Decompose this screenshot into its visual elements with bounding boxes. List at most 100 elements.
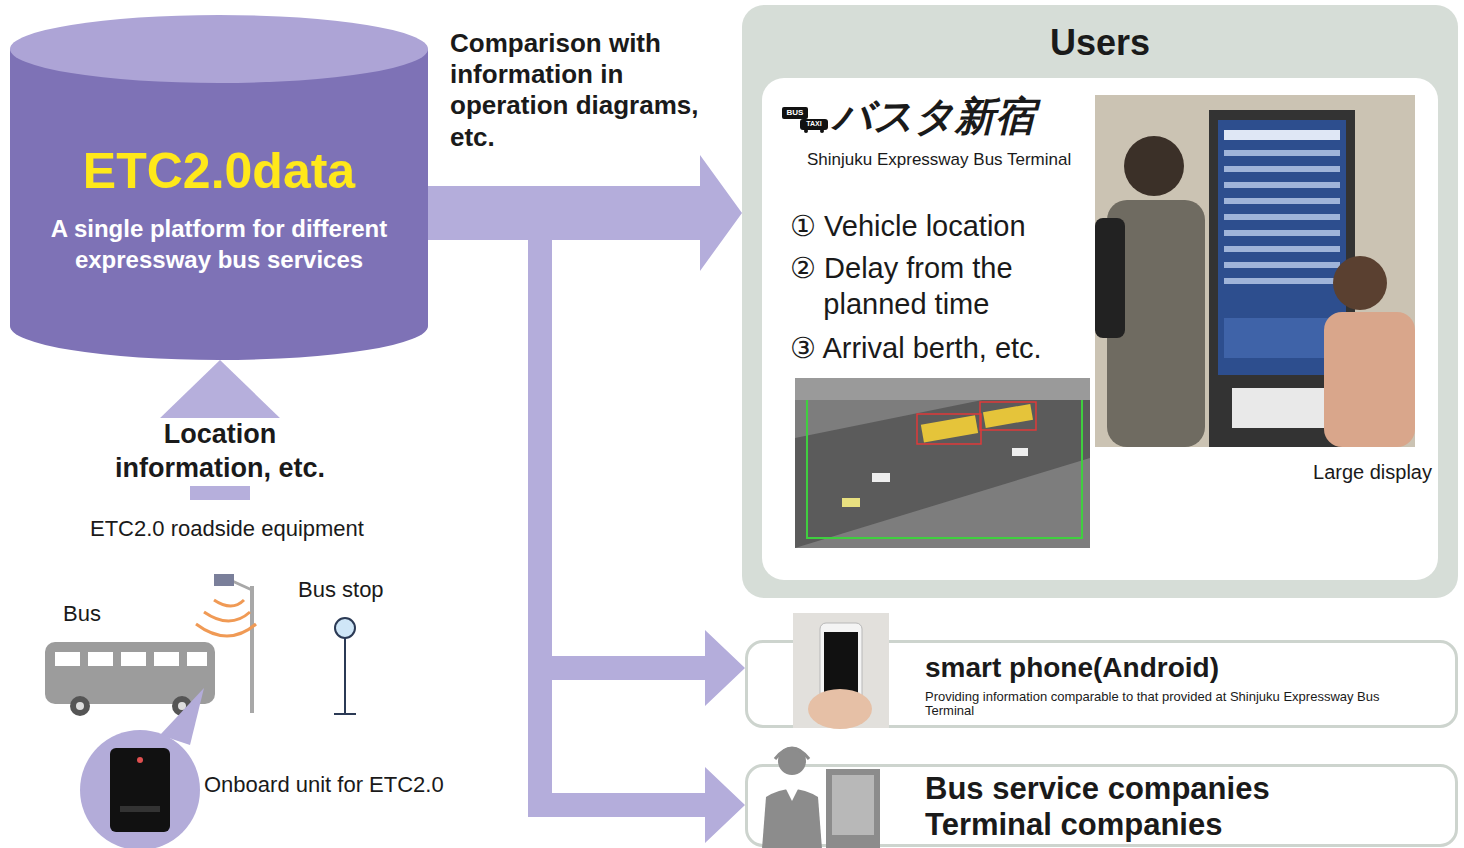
- street-photo-part: [795, 378, 1090, 400]
- onboard-unit-bubble-part: [137, 757, 143, 763]
- smartphone-photo-part: [824, 632, 858, 694]
- terminal-logo-icon-part: [804, 129, 808, 133]
- street-photo-part: [872, 473, 890, 482]
- roadside-unit-part: [214, 574, 234, 586]
- arrow-label: Location information, etc.: [95, 418, 345, 486]
- roadside-unit-part: [250, 586, 254, 713]
- bus-figure-part: [76, 702, 84, 710]
- display-photo-part: [1324, 312, 1415, 447]
- street-photo-part: [795, 378, 1090, 548]
- display-photo-part: [1209, 110, 1355, 447]
- operator-icon-part: [762, 789, 822, 848]
- cylinder-body: [10, 49, 428, 360]
- bus-stop-symbol-part: [335, 618, 355, 638]
- terminal-logo-icon: [782, 107, 828, 133]
- operator-icon-part: [826, 769, 880, 848]
- box-title: smart phone(Android): [925, 651, 1445, 685]
- terminal-logo-icon-part: [800, 119, 828, 130]
- display-photo-part: [1224, 318, 1340, 358]
- part-label: Onboard unit for ETC2.0: [204, 772, 454, 798]
- roadside-unit-part: [214, 600, 244, 606]
- terminal-logo-icon-part: [782, 107, 808, 119]
- info-item: ③ Arrival berth, etc.: [790, 330, 1092, 366]
- street-photo-part: [842, 498, 860, 507]
- display-photo-part: [1095, 218, 1125, 338]
- display-photo-part: [1218, 120, 1346, 375]
- icon-text: TAXI: [800, 120, 828, 128]
- photo-caption: Large display: [1272, 460, 1432, 484]
- street-photo-part: [1012, 448, 1028, 456]
- smartphone-box: smart phone(Android) Providing informatio…: [745, 640, 1458, 728]
- box-title: Terminal companies: [925, 807, 1445, 843]
- onboard-unit-bubble: [80, 688, 204, 848]
- smartphone-photo-part: [820, 623, 862, 705]
- display-photo-part: [1232, 388, 1332, 428]
- terminal-logo-icon-part: [820, 129, 824, 133]
- display-photo-part: [1224, 130, 1340, 140]
- roadside-unit-part: [204, 612, 250, 621]
- street-photo-part: [807, 388, 1082, 538]
- part-label: ETC2.0 roadside equipment: [90, 516, 390, 542]
- bus-stop-symbol-part: [334, 713, 356, 715]
- street-photo-part: [921, 415, 978, 442]
- bus-figure-part: [154, 652, 179, 666]
- display-photo-part: [1224, 246, 1340, 252]
- display-photo-part: [1124, 136, 1184, 196]
- onboard-unit-bubble-part: [120, 806, 160, 812]
- block-arrow: [428, 201, 745, 843]
- display-photo-part: [1095, 95, 1415, 447]
- bus-figure-part: [121, 652, 146, 666]
- users-panel: Users: [742, 5, 1458, 598]
- street-photo-part: [980, 402, 1036, 430]
- company-box: Bus service companiesTerminal companies: [745, 764, 1458, 847]
- database-subtitle: A single platform for different expressw…: [12, 213, 426, 275]
- display-photo-part: [1224, 214, 1340, 220]
- cylinder-top: [10, 15, 428, 83]
- operator-icon-part: [784, 785, 800, 801]
- display-photo-part: [1224, 230, 1340, 236]
- display-photo-part: [1224, 262, 1340, 268]
- operator-icon-part: [832, 775, 874, 835]
- part-label: Bus: [63, 601, 123, 627]
- display-photo-part: [1224, 166, 1340, 172]
- block-arrow: [428, 201, 745, 706]
- smartphone-photo-part: [793, 613, 889, 728]
- terminal-panel: バスタ新宿 Shinjuku Expressway Bus Terminal ① V…: [762, 78, 1438, 580]
- display-photo-part: [1224, 198, 1340, 204]
- bus-figure-part: [70, 696, 90, 716]
- operator-icon-part: [778, 747, 806, 775]
- display-photo: [1095, 95, 1415, 447]
- box-description: Providing information comparable to that…: [925, 690, 1403, 719]
- smartphone-photo-part: [808, 689, 872, 729]
- display-photo-part: [1107, 200, 1205, 447]
- database-cylinder: ETC2.0data A single platform for differen…: [10, 15, 428, 360]
- display-photo-part: [1224, 150, 1340, 156]
- terminal-logo: バスタ新宿: [832, 92, 1092, 140]
- onboard-unit-bubble-part: [80, 730, 200, 848]
- display-photo-part: [1224, 182, 1340, 188]
- panel-heading: Users: [742, 21, 1458, 64]
- database-title: ETC2.0data: [10, 141, 428, 201]
- street-photo-part: [795, 378, 1090, 548]
- street-photo-part: [917, 414, 981, 444]
- operator-icon-part: [775, 748, 809, 759]
- part-label: Bus stop: [298, 577, 408, 603]
- street-photo-part: [983, 404, 1033, 428]
- edge-label: Comparison with information in operation…: [450, 28, 742, 153]
- display-photo-part: [1333, 256, 1387, 310]
- bus-stop-symbol-part: [344, 638, 346, 714]
- info-item: ① Vehicle location: [790, 208, 1090, 244]
- icon-text: BUS: [782, 108, 808, 118]
- bus-figure-part: [88, 652, 113, 666]
- roadside-unit-part: [196, 624, 256, 636]
- street-photo: [795, 378, 1090, 548]
- box-title: Bus service companies: [925, 771, 1445, 807]
- onboard-unit-bubble-part: [110, 748, 170, 832]
- display-photo-part: [1224, 278, 1340, 284]
- upload-arrow-part: [158, 360, 282, 420]
- bus-figure-part: [187, 652, 207, 666]
- info-item: ② Delay from the planned time: [790, 250, 1052, 323]
- bus-stop-symbol: [334, 618, 356, 714]
- bus-figure-part: [45, 642, 215, 704]
- terminal-name: Shinjuku Expressway Bus Terminal: [807, 150, 1107, 170]
